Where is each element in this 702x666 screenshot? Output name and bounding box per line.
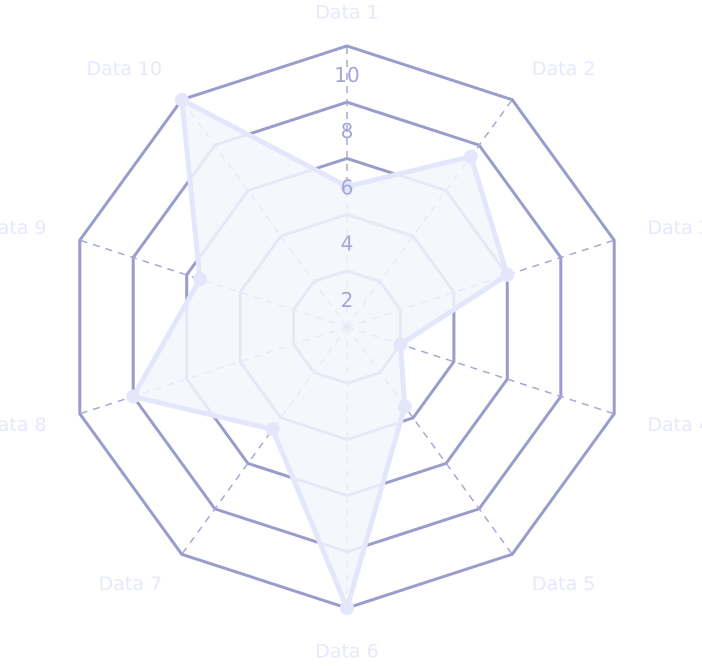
category-label-9: Data 9	[0, 217, 47, 239]
category-label-5: Data 5	[532, 573, 596, 595]
category-label-2: Data 2	[532, 58, 596, 80]
tick-label-2: 2	[341, 288, 354, 312]
category-label-1: Data 1	[315, 2, 379, 24]
category-label-10: Data 10	[87, 58, 163, 80]
category-label-8: Data 8	[0, 414, 47, 436]
grid-spoke-9	[79, 239, 348, 328]
category-label-6: Data 6	[315, 641, 379, 663]
grid-spoke-7	[181, 326, 348, 555]
tick-label-4: 4	[341, 232, 354, 256]
category-label-3: Data 3	[647, 217, 702, 239]
grid-spoke-3	[346, 239, 615, 328]
grid-spoke-2	[346, 99, 513, 328]
series-layer	[126, 92, 515, 615]
tick-label-6: 6	[341, 175, 354, 199]
series-area	[133, 99, 508, 608]
data-point-3	[500, 267, 515, 282]
tick-label-8: 8	[341, 119, 354, 143]
grid-spoke-8	[79, 326, 348, 415]
data-point-8	[126, 389, 141, 404]
category-label-4: Data 4	[647, 414, 702, 436]
data-point-1	[340, 179, 354, 194]
data-point-2	[463, 149, 478, 164]
grid-spoke-4	[346, 326, 615, 415]
data-point-5	[397, 399, 412, 414]
category-label-7: Data 7	[99, 573, 163, 595]
data-point-7	[265, 422, 280, 437]
data-point-10	[174, 92, 189, 107]
tick-labels: 2 4 6 8 10	[334, 63, 359, 312]
data-point-4	[393, 337, 408, 352]
data-point-9	[193, 272, 207, 287]
grid-spoke-5	[346, 326, 513, 555]
data-point-6	[340, 601, 354, 615]
tick-label-10: 10	[334, 63, 359, 87]
